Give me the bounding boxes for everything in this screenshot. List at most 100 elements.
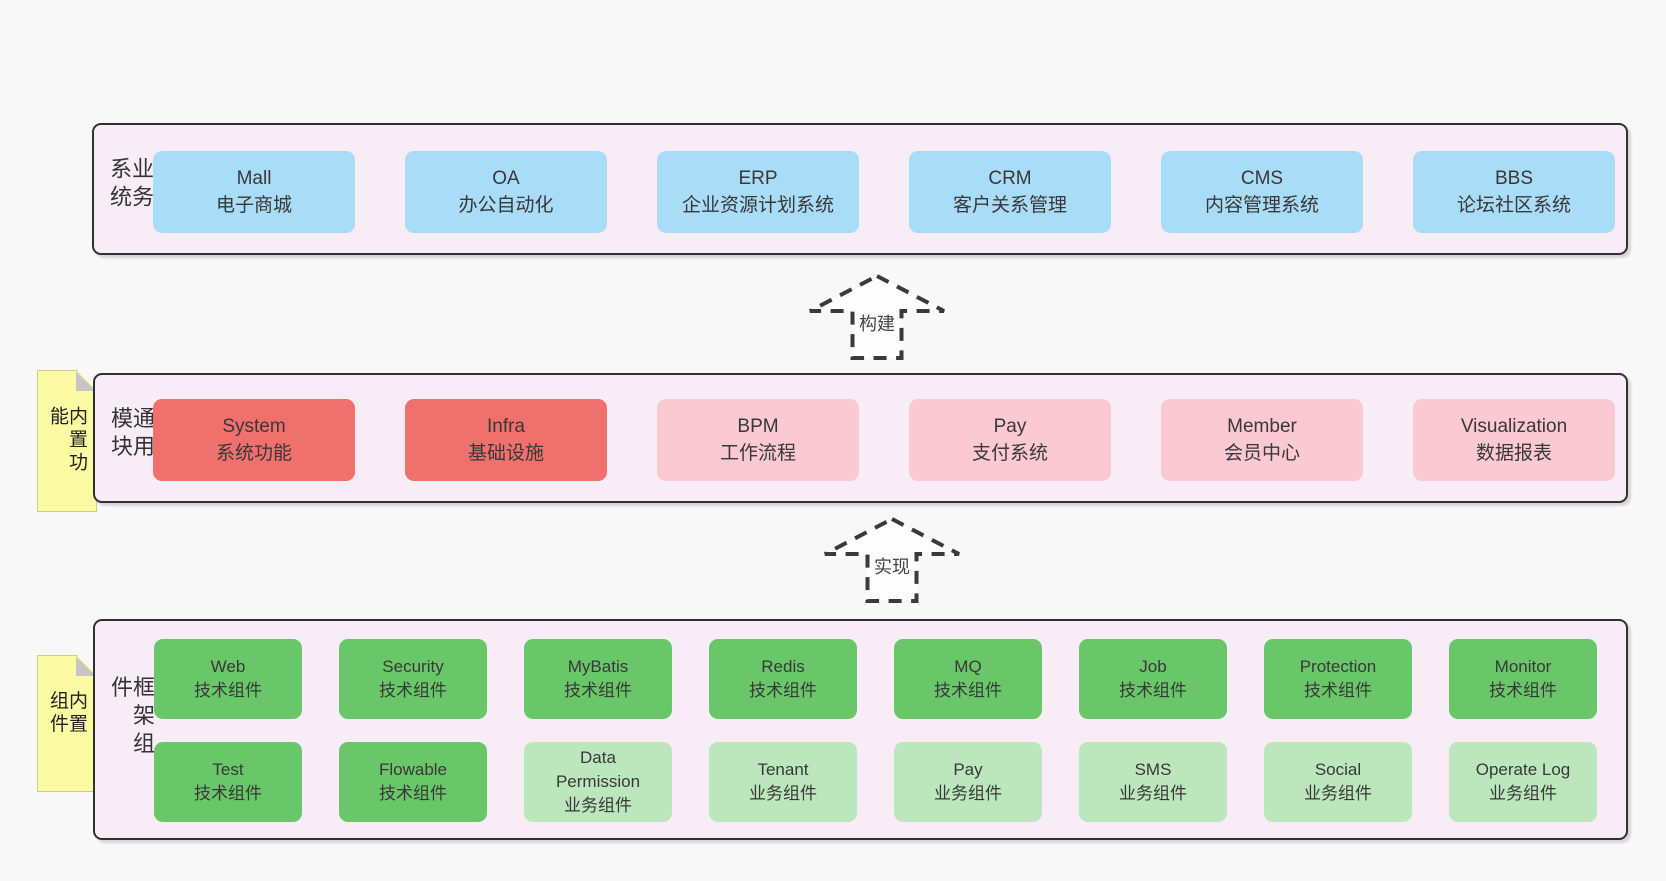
box-subtitle: 业务组件 [934,784,1002,803]
box-subtitle: 工作流程 [719,443,796,464]
box-title: OA [492,168,520,189]
box-test: Test 技术组件 [154,742,302,822]
box-crm: CRM 客户关系管理 [909,151,1111,233]
box-cms: CMS 内容管理系统 [1161,151,1363,233]
box-pay-biz: Pay 业务组件 [894,742,1042,822]
box-title: Visualization [1460,416,1568,437]
box-subtitle: 技术组件 [934,681,1002,700]
framework-components-label: 框架组件 [108,675,155,760]
framework-components-row-1: Web 技术组件 Security 技术组件 MyBatis 技术组件 Redi… [154,639,1597,719]
implement-arrow-label: 实现 [870,553,914,579]
box-title: Data Permission [555,748,641,791]
box-title: System [222,416,286,437]
builtin-features-note: 内置功能 [37,370,97,512]
box-web: Web 技术组件 [154,639,302,719]
box-mybatis: MyBatis 技术组件 [524,639,672,719]
box-subtitle: 技术组件 [194,784,262,803]
common-modules-row: System 系统功能 Infra 基础设施 BPM 工作流程 Pay 支付系统… [153,399,1615,481]
box-system: System 系统功能 [153,399,355,481]
builtin-components-note: 内置组件 [37,655,97,792]
framework-components-row-2: Test 技术组件 Flowable 技术组件 Data Permission … [154,742,1597,822]
box-subtitle: 论坛社区系统 [1456,195,1571,216]
box-title: Protection [1299,657,1377,676]
box-protection: Protection 技术组件 [1264,639,1412,719]
box-subtitle: 业务组件 [1119,784,1187,803]
box-oa: OA 办公自动化 [405,151,607,233]
box-infra: Infra 基础设施 [405,399,607,481]
box-title: Tenant [757,760,809,779]
business-systems-panel: 业务系统 [92,123,1628,255]
box-subtitle: 业务组件 [564,796,632,815]
box-title: Redis [761,657,805,676]
box-title: Monitor [1494,657,1552,676]
box-title: Test [212,760,244,779]
box-subtitle: 技术组件 [564,681,632,700]
box-subtitle: 办公自动化 [458,195,554,216]
implement-arrow: 实现 [822,516,962,604]
box-subtitle: 内容管理系统 [1204,195,1319,216]
build-arrow: 构建 [807,273,947,361]
business-systems-row: Mall 电子商城 OA 办公自动化 ERP 企业资源计划系统 CRM 客户关系… [153,151,1615,233]
box-social: Social 业务组件 [1264,742,1412,822]
box-title: MQ [954,657,982,676]
box-title: Pay [953,760,983,779]
box-title: BBS [1494,168,1534,189]
box-title: Infra [486,416,526,437]
box-subtitle: 基础设施 [467,443,544,464]
box-subtitle: 技术组件 [1489,681,1557,700]
box-job: Job 技术组件 [1079,639,1227,719]
box-title: Security [382,657,444,676]
box-title: CMS [1240,168,1284,189]
box-subtitle: 会员中心 [1223,443,1300,464]
box-title: Mall [236,168,272,189]
box-bpm: BPM 工作流程 [657,399,859,481]
box-subtitle: 系统功能 [215,443,292,464]
box-title: Pay [993,416,1027,437]
box-title: ERP [738,168,778,189]
box-subtitle: 业务组件 [1304,784,1372,803]
box-pay: Pay 支付系统 [909,399,1111,481]
box-subtitle: 电子商城 [215,195,292,216]
box-flowable: Flowable 技术组件 [339,742,487,822]
business-systems-label: 业务系统 [107,157,154,213]
box-monitor: Monitor 技术组件 [1449,639,1597,719]
box-subtitle: 业务组件 [1489,784,1557,803]
box-visualization: Visualization 数据报表 [1413,399,1615,481]
box-title: SMS [1134,760,1172,779]
box-mq: MQ 技术组件 [894,639,1042,719]
box-operate-log: Operate Log 业务组件 [1449,742,1597,822]
common-modules-label: 通用模块 [108,406,155,463]
build-arrow-label: 构建 [855,310,899,336]
box-mall: Mall 电子商城 [153,151,355,233]
box-subtitle: 客户关系管理 [952,195,1067,216]
box-subtitle: 技术组件 [379,784,447,803]
box-title: Web [210,657,246,676]
box-title: CRM [988,168,1032,189]
box-subtitle: 技术组件 [379,681,447,700]
box-data-permission: Data Permission 业务组件 [524,742,672,822]
box-title: Member [1227,416,1297,437]
box-member: Member 会员中心 [1161,399,1363,481]
box-tenant: Tenant 业务组件 [709,742,857,822]
box-security: Security 技术组件 [339,639,487,719]
box-subtitle: 技术组件 [749,681,817,700]
box-title: Job [1139,657,1167,676]
box-subtitle: 支付系统 [971,443,1048,464]
box-subtitle: 技术组件 [1119,681,1187,700]
box-sms: SMS 业务组件 [1079,742,1227,822]
box-title: Flowable [378,760,448,779]
box-title: Social [1314,760,1362,779]
box-title: BPM [737,416,779,437]
box-redis: Redis 技术组件 [709,639,857,719]
box-erp: ERP 企业资源计划系统 [657,151,859,233]
box-subtitle: 企业资源计划系统 [681,195,834,216]
note-label: 内置功能 [47,406,87,475]
box-subtitle: 业务组件 [749,784,817,803]
box-title: MyBatis [567,657,629,676]
note-label: 内置组件 [47,689,87,736]
box-subtitle: 技术组件 [194,681,262,700]
box-subtitle: 数据报表 [1475,443,1552,464]
box-bbs: BBS 论坛社区系统 [1413,151,1615,233]
box-subtitle: 技术组件 [1304,681,1372,700]
